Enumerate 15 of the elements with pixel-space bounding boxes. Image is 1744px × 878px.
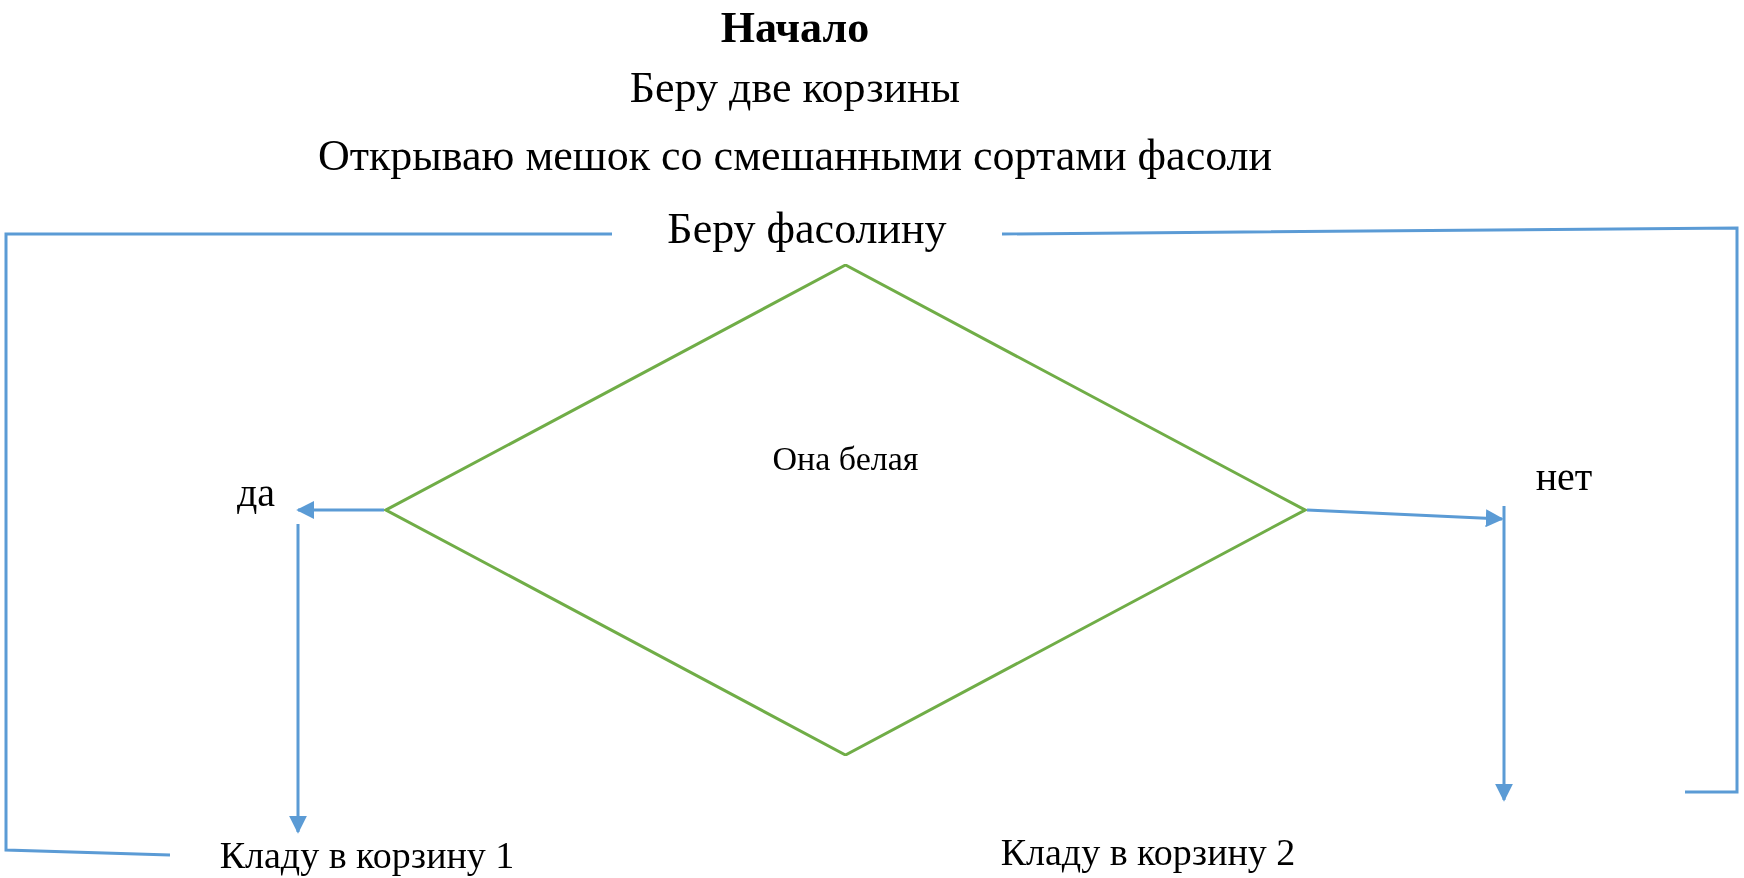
arrow [289,524,307,834]
step-text: Беру фасолину [612,204,1002,254]
step-text: Кладу в корзину 1 [170,832,564,878]
step-text: Кладу в корзину 2 [948,828,1348,876]
step-text: Открываю мешок со смешанными сортами фасоли [317,134,1273,178]
arrow [1495,506,1513,802]
step-text: да [218,470,294,516]
arrow [1306,508,1504,528]
loop-line [4,232,612,857]
loop-line [1002,226,1739,794]
step-text: Беру две корзины [629,66,961,110]
arrow [296,501,384,519]
heading-text: Начало [720,6,870,50]
step-text: нет [1518,456,1610,498]
decision-diamond: Она белая [384,264,1307,756]
